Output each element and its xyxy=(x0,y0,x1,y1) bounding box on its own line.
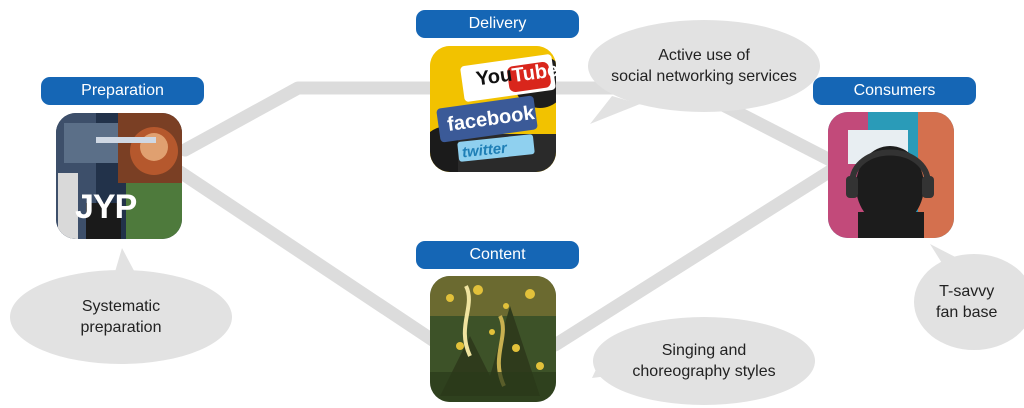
consumers-callout-line2: fan base xyxy=(936,304,998,321)
consumers-callout: T-savvy fan base xyxy=(914,254,1024,350)
delivery-label: Delivery xyxy=(416,10,579,38)
consumers-label: Consumers xyxy=(813,77,976,105)
delivery-callout: Active use of social networking services xyxy=(588,20,820,112)
content-callout-line2: choreography styles xyxy=(632,363,776,380)
preparation-callout: Systematic preparation xyxy=(10,270,232,364)
delivery-callout-line1: Active use of xyxy=(658,47,750,64)
content-callout-line1: Singing and xyxy=(661,342,747,359)
content-image xyxy=(430,276,556,402)
preparation-callout-line2: preparation xyxy=(80,319,162,336)
consumers-callout-line1: T-savvy xyxy=(939,283,995,300)
preparation-label: Preparation xyxy=(41,77,204,105)
connector-content-consumers xyxy=(548,163,839,352)
bubble-tail-delivery xyxy=(590,96,640,124)
content-callout: Singing and choreography styles xyxy=(593,317,815,405)
jyp-logo-text: JYP xyxy=(75,188,137,226)
preparation-callout-line1: Systematic xyxy=(81,298,161,315)
content-label: Content xyxy=(416,241,579,269)
connector-preparation-content xyxy=(173,165,447,352)
connector-preparation-delivery xyxy=(178,81,442,157)
delivery-callout-line2: social networking services xyxy=(611,68,797,85)
consumers-image xyxy=(828,112,954,238)
preparation-image xyxy=(56,113,182,239)
delivery-image xyxy=(430,46,556,172)
